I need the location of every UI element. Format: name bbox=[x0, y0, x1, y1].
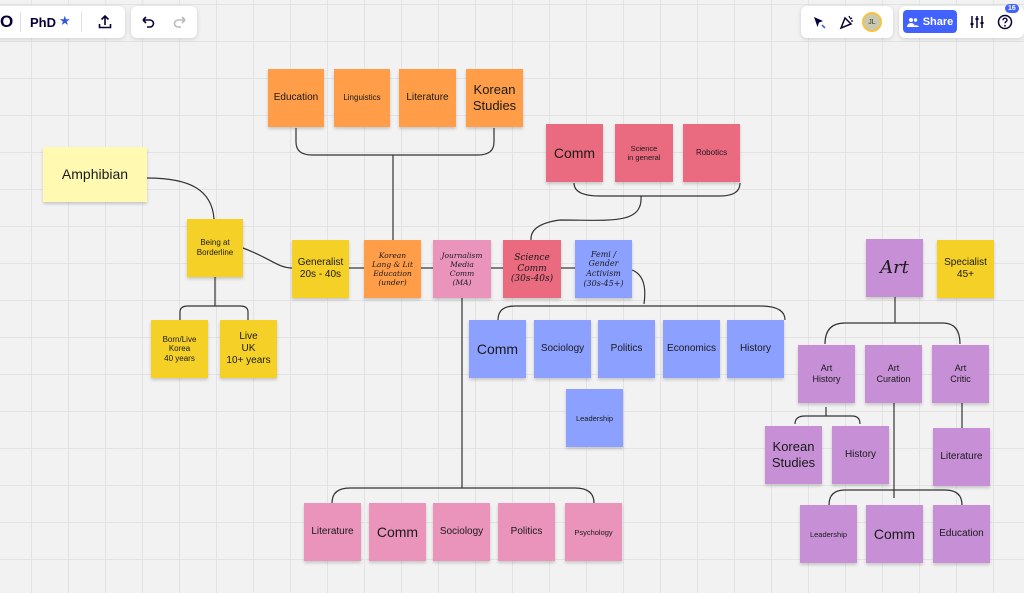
note-amphibian[interactable]: Amphibian bbox=[43, 147, 147, 202]
note-art-curation[interactable]: Art Curation bbox=[865, 345, 922, 403]
star-icon[interactable]: ★ bbox=[59, 13, 71, 28]
note-psychology[interactable]: Psychology bbox=[565, 503, 622, 561]
collaboration-toolbar: JL bbox=[801, 6, 893, 38]
share-button[interactable]: Share bbox=[903, 10, 957, 33]
share-toolbar: Share 16 bbox=[899, 4, 1024, 38]
note-comm-pink[interactable]: Comm bbox=[369, 503, 426, 561]
toolbar-divider bbox=[20, 12, 21, 32]
select-cursor-icon[interactable] bbox=[807, 10, 831, 34]
note-femi[interactable]: Femi / Gender Activism (30s-45+) bbox=[575, 240, 632, 298]
toolbar-divider bbox=[81, 12, 82, 32]
share-users-icon bbox=[906, 17, 919, 27]
help-icon[interactable] bbox=[993, 10, 1017, 34]
note-korean-studies-purple[interactable]: Korean Studies bbox=[765, 426, 822, 484]
note-leadership-purple[interactable]: Leadership bbox=[800, 505, 857, 563]
history-toolbar bbox=[131, 6, 197, 38]
note-science-general[interactable]: Science in general bbox=[615, 124, 673, 182]
board-toolbar: O PhD ★ bbox=[0, 6, 125, 38]
note-comm-purple[interactable]: Comm bbox=[866, 505, 923, 563]
share-label: Share bbox=[922, 15, 954, 28]
note-generalist[interactable]: Generalist 20s - 40s bbox=[292, 240, 349, 298]
note-sociology-pink[interactable]: Sociology bbox=[433, 503, 490, 561]
note-art-history[interactable]: Art History bbox=[798, 345, 855, 403]
upload-icon[interactable] bbox=[93, 10, 117, 34]
note-comm-blue[interactable]: Comm bbox=[469, 320, 526, 378]
note-art-critic[interactable]: Art Critic bbox=[932, 345, 989, 403]
note-economics[interactable]: Economics bbox=[663, 320, 720, 378]
note-science-comm[interactable]: Science Comm (30s-40s) bbox=[503, 240, 561, 298]
celebrate-icon[interactable] bbox=[835, 10, 859, 34]
note-born-korea[interactable]: Born/Live Korea 40 years bbox=[151, 320, 208, 378]
undo-icon[interactable] bbox=[136, 10, 160, 34]
note-journalism[interactable]: Journalism Media Comm (MA) bbox=[433, 240, 491, 298]
notification-badge: 16 bbox=[1005, 4, 1019, 13]
board-title[interactable]: PhD bbox=[30, 15, 56, 30]
note-politics-pink[interactable]: Politics bbox=[498, 503, 555, 561]
note-education-top[interactable]: Education bbox=[268, 69, 324, 127]
note-borderline[interactable]: Being at Borderline bbox=[187, 219, 243, 277]
note-korean-studies-top[interactable]: Korean Studies bbox=[466, 69, 523, 127]
note-comm-red[interactable]: Comm bbox=[546, 124, 603, 182]
note-history-purple[interactable]: History bbox=[832, 426, 889, 484]
note-linguistics[interactable]: Linguistics bbox=[334, 69, 390, 127]
note-leadership-blue[interactable]: Leadership bbox=[566, 389, 623, 447]
redo-icon[interactable] bbox=[168, 10, 192, 34]
note-literature-pink[interactable]: Literature bbox=[304, 503, 361, 561]
avatar[interactable]: JL bbox=[862, 12, 882, 32]
note-sociology-blue[interactable]: Sociology bbox=[534, 320, 591, 378]
note-korean-lang[interactable]: Korean Lang & Lit Education (under) bbox=[364, 240, 421, 298]
note-specialist[interactable]: Specialist 45+ bbox=[937, 240, 994, 298]
note-history-blue[interactable]: History bbox=[727, 320, 784, 378]
note-literature-top[interactable]: Literature bbox=[399, 69, 456, 127]
note-robotics[interactable]: Robotics bbox=[683, 124, 740, 182]
note-literature-purple[interactable]: Literature bbox=[933, 428, 990, 486]
note-education-purple[interactable]: Education bbox=[933, 505, 990, 563]
note-politics-blue[interactable]: Politics bbox=[598, 320, 655, 378]
note-art[interactable]: Art bbox=[866, 239, 923, 297]
settings-sliders-icon[interactable] bbox=[965, 10, 989, 34]
note-live-uk[interactable]: Live UK 10+ years bbox=[220, 320, 277, 378]
app-logo[interactable]: O bbox=[0, 12, 14, 31]
